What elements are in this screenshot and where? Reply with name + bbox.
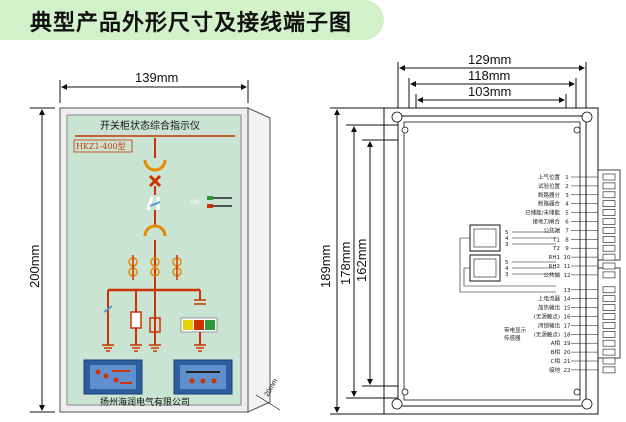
terminal-screw	[602, 348, 616, 356]
terminal-label: (无源触点)	[534, 330, 560, 338]
terminal-number: 20	[564, 350, 571, 356]
terminal-number: 1	[565, 175, 569, 181]
terminal-number: 2	[565, 184, 569, 190]
terminal-number: 18	[564, 332, 571, 338]
terminal-label: 已储能/未储能	[525, 209, 560, 217]
terminal-number: 8	[565, 237, 569, 243]
terminal-screw	[602, 304, 616, 311]
terminal-screw	[602, 313, 616, 320]
terminal-label: T1	[552, 237, 560, 243]
terminal-number: 22	[564, 368, 571, 374]
rear-width-label-1: 129mm	[468, 52, 511, 67]
rear-height-label-1: 189mm	[318, 245, 333, 288]
terminal-label: C相	[551, 357, 561, 365]
terminal-screw	[602, 236, 616, 243]
terminal-label: 断路器分	[538, 191, 561, 199]
terminal-label: B相	[551, 348, 561, 356]
terminal-number: 14	[564, 297, 571, 303]
panel-title: 开关柜状态综合指示仪	[100, 119, 200, 132]
sensor-pin-number: 3	[505, 272, 509, 278]
terminal-screw	[602, 244, 616, 252]
terminal-screw	[602, 339, 616, 347]
terminal-number: 5	[565, 211, 569, 217]
front-height-label: 200mm	[27, 245, 42, 288]
terminal-label: T2	[552, 246, 560, 252]
rear-view: 129mm 118mm 103mm 189mm 178mm	[318, 52, 621, 415]
terminal-number: 9	[565, 246, 569, 252]
mimic-diagram: ON	[102, 138, 232, 352]
terminal-label: 接地	[549, 366, 561, 374]
terminal-screw	[602, 182, 616, 190]
sensor-pin-number: 3	[505, 242, 509, 248]
terminal-number: 3	[565, 193, 569, 199]
terminal-number: 16	[564, 315, 571, 321]
terminal-label: 试验位置	[538, 182, 561, 190]
terminal-screw	[602, 173, 616, 181]
terminal-screw	[602, 322, 616, 329]
sensor-pin-number: 4	[505, 236, 509, 242]
side-label-2: 传感器	[504, 334, 521, 342]
terminal-screw	[602, 262, 616, 270]
rear-width-label-2: 118mm	[468, 68, 510, 83]
terminal-label: 闭锁输出	[538, 321, 560, 329]
terminal-label: RH2	[549, 264, 560, 270]
terminal-number: 17	[564, 323, 571, 329]
terminal-screw	[602, 295, 616, 303]
terminal-number: 15	[564, 306, 571, 312]
company-label: 扬州海润电气有限公司	[100, 396, 190, 408]
side-label-1: 带电显示	[504, 326, 527, 334]
terminal-label: 上电流器	[538, 295, 561, 303]
terminal-label: 接地刀闸合	[532, 218, 560, 226]
terminal-screw	[602, 366, 616, 374]
terminal-label: 公共端	[543, 271, 560, 279]
rear-height-label-3: 162mm	[354, 239, 369, 282]
terminal-screw	[602, 286, 616, 294]
terminal-number: 11	[564, 264, 571, 270]
terminal-screw	[602, 357, 616, 365]
terminal-screw	[602, 253, 616, 261]
terminal-number: 19	[564, 341, 571, 347]
terminal-screw	[602, 271, 616, 279]
terminal-screw	[602, 330, 616, 338]
page-title: 典型产品外形尺寸及接线端子图	[30, 11, 353, 36]
terminal-screw	[602, 227, 616, 234]
terminal-number: 12	[564, 273, 571, 279]
terminal-number: 4	[565, 202, 569, 208]
sensor-pin-number: 5	[505, 260, 509, 266]
terminal-number: 7	[565, 228, 569, 234]
sensor-pin-number: 5	[505, 230, 509, 236]
terminal-number: 10	[564, 255, 571, 261]
svg-text:ON: ON	[190, 199, 199, 206]
rear-height-label-2: 178mm	[338, 242, 353, 285]
terminal-label: 加热输出	[538, 304, 560, 312]
sensor-pin-number: 4	[505, 266, 509, 272]
title-banner: 典型产品外形尺寸及接线端子图	[0, 0, 384, 40]
front-width-label: 139mm	[135, 70, 178, 85]
terminal-label: (无源触点)	[534, 313, 560, 321]
terminal-label: RH1	[549, 255, 560, 261]
terminal-label: A相	[551, 339, 561, 347]
terminal-screw	[602, 209, 616, 216]
terminal-label: 断路器合	[538, 200, 561, 208]
terminal-number: 13	[564, 288, 571, 294]
rear-width-label-3: 103mm	[468, 84, 511, 99]
terminal-screw	[602, 200, 616, 207]
terminal-screw	[602, 191, 616, 199]
front-view: 139mm 200mm 20mm 开关柜状态综合指示仪 HKZ1-400型	[27, 70, 281, 413]
model-label: HKZ1-400型	[76, 142, 126, 151]
terminal-label: 上气位置	[538, 173, 561, 181]
terminal-number: 21	[564, 359, 571, 365]
terminal-screw	[602, 218, 616, 225]
terminal-number: 6	[565, 220, 569, 226]
terminal-label: 公共端	[543, 226, 560, 234]
